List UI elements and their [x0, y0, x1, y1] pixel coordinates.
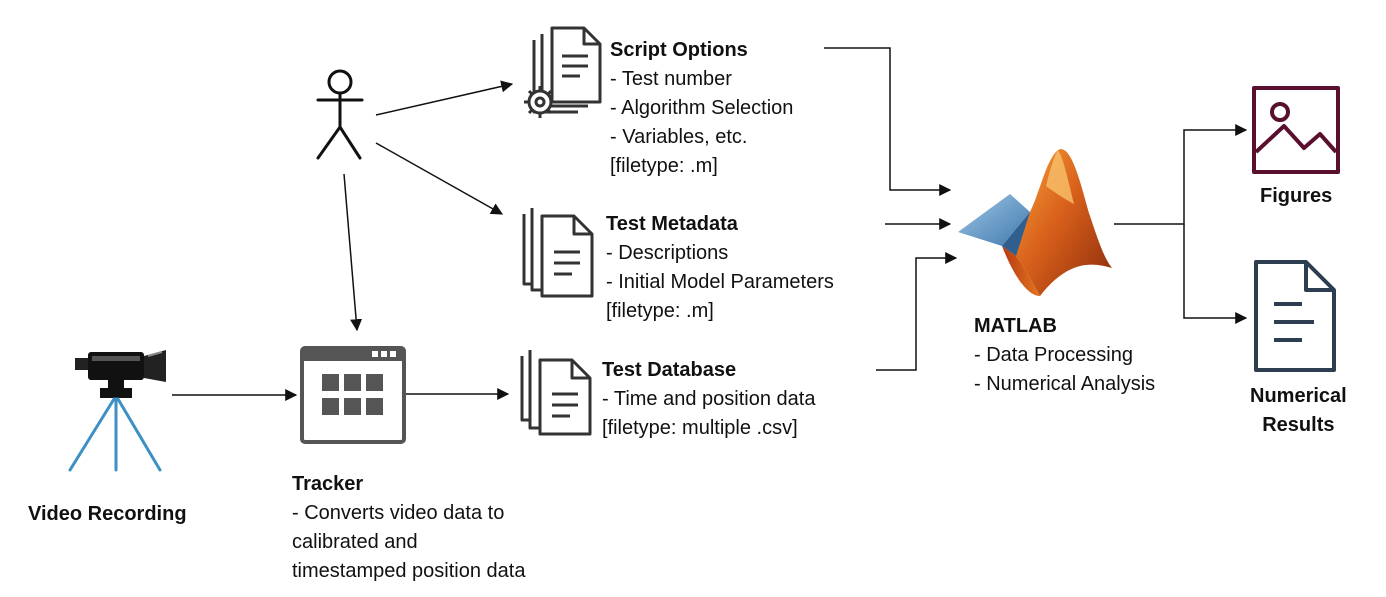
matlab-line: - Data Processing: [974, 344, 1133, 366]
figures-image-icon: [1252, 86, 1340, 174]
matlab-line: - Numerical Analysis: [974, 373, 1156, 395]
test-metadata-title: Test Metadata: [606, 213, 738, 235]
connector-arrows: [172, 47, 1248, 401]
arrow-matlab-to-figures: [1114, 124, 1248, 225]
test-metadata-line: - Initial Model Parameters: [606, 271, 834, 293]
test-database-text-block: Test Database - Time and position data […: [602, 356, 815, 443]
script-documents-gear-icon: [524, 26, 602, 118]
tracker-title: Tracker: [292, 473, 364, 495]
tracker-app-window-icon: [300, 346, 406, 444]
numerical-results-line: Numerical: [1250, 385, 1347, 407]
script-options-text-block: Script Options - Test number - Algorithm…: [610, 36, 793, 181]
arrow-script-options-to-matlab: [824, 47, 952, 196]
script-options-line: - Test number: [610, 68, 732, 90]
test-metadata-line: - Descriptions: [606, 242, 729, 264]
tracker-line: - Converts video data to: [292, 502, 505, 524]
numerical-results-line: Results: [1262, 414, 1335, 436]
matlab-logo-icon: [958, 149, 1112, 296]
arrow-user-to-tracker: [343, 173, 363, 332]
script-options-line: - Variables, etc.: [610, 126, 748, 148]
figures-label: Figures: [1260, 185, 1333, 207]
test-database-line: - Time and position data: [602, 388, 816, 410]
matlab-text-block: MATLAB - Data Processing - Numerical Ana…: [974, 312, 1155, 399]
test-metadata-text-block: Test Metadata - Descriptions - Initial M…: [606, 210, 834, 326]
metadata-documents-icon: [522, 208, 594, 298]
tracker-line: calibrated and: [292, 531, 418, 553]
tripod-icon: [68, 397, 162, 472]
numerical-results-label: Numerical Results: [1250, 382, 1347, 440]
script-options-filetype: [filetype: .m]: [610, 155, 718, 177]
user-stick-figure-icon: [316, 69, 364, 160]
test-database-title: Test Database: [602, 359, 737, 381]
matlab-title: MATLAB: [974, 315, 1057, 337]
numerical-results-document-icon: [1254, 260, 1336, 372]
script-options-line: - Algorithm Selection: [610, 97, 794, 119]
arrow-user-to-script-options: [375, 80, 514, 116]
tracker-text-block: Tracker - Converts video data to calibra…: [292, 470, 525, 586]
arrow-matlab-to-results: [1183, 224, 1248, 324]
tracker-line: timestamped position data: [292, 560, 526, 582]
video-camera-icon: [75, 350, 166, 398]
arrow-user-to-test-metadata: [375, 142, 504, 215]
arrow-database-to-matlab: [876, 252, 958, 371]
test-metadata-filetype: [filetype: .m]: [606, 300, 714, 322]
script-options-title: Script Options: [610, 39, 748, 61]
video-recording-label: Video Recording: [28, 503, 187, 525]
database-documents-icon: [520, 350, 592, 436]
test-database-filetype: [filetype: multiple .csv]: [602, 417, 798, 439]
